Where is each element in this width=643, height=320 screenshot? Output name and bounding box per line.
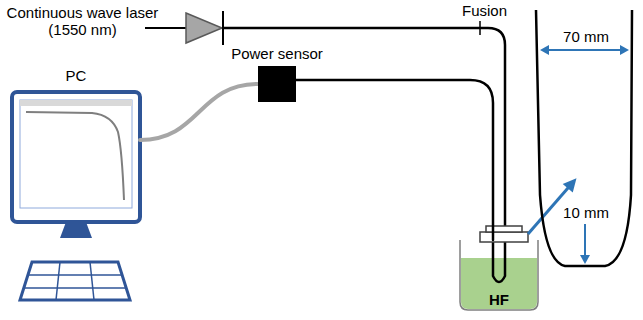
clamp-nut bbox=[486, 226, 522, 232]
fusion-mark bbox=[479, 21, 481, 35]
beaker-outline bbox=[460, 240, 538, 310]
hf-liquid bbox=[461, 258, 537, 309]
dimension-line bbox=[547, 49, 622, 51]
cable-connector bbox=[296, 80, 493, 240]
keyboard-row bbox=[25, 287, 126, 289]
laser-label: Continuous wave laser (1550 nm) bbox=[0, 4, 165, 38]
node-label: HF bbox=[489, 291, 509, 308]
dimension-label: 70 mm bbox=[558, 28, 614, 45]
dimension-arrowhead bbox=[580, 255, 590, 264]
dimension-line bbox=[584, 224, 586, 256]
keyboard bbox=[20, 262, 130, 300]
keyboard-col bbox=[56, 262, 60, 300]
isolator-symbol bbox=[186, 13, 222, 43]
tapered-tip bbox=[536, 10, 632, 266]
dimension-arrowhead bbox=[620, 45, 629, 55]
fiber-clamp bbox=[480, 232, 528, 242]
hf-beaker: HF bbox=[458, 240, 540, 310]
keyboard-row bbox=[29, 274, 122, 276]
screen-bar bbox=[20, 100, 132, 106]
fiber-tip bbox=[493, 240, 505, 282]
fusion-label: Fusion bbox=[462, 2, 507, 19]
callout-arrow bbox=[528, 188, 568, 235]
keyboard-col bbox=[90, 262, 94, 300]
monitor-stand bbox=[60, 222, 92, 238]
decay-curve bbox=[26, 112, 124, 200]
computer-monitor: PC bbox=[12, 92, 140, 222]
monitor-screen bbox=[20, 100, 132, 208]
power-sensor-box: Power sensor bbox=[258, 66, 296, 102]
cable-connector bbox=[140, 84, 258, 140]
node-label: Power sensor bbox=[231, 45, 323, 62]
dimension-arrowhead bbox=[540, 45, 549, 55]
callout-arrowhead bbox=[565, 180, 575, 191]
fiber-line bbox=[223, 28, 505, 240]
monitor-frame bbox=[12, 92, 140, 222]
dimension-label: 10 mm bbox=[558, 204, 614, 221]
laser-fiber bbox=[145, 27, 186, 29]
node-label: PC bbox=[66, 67, 87, 84]
